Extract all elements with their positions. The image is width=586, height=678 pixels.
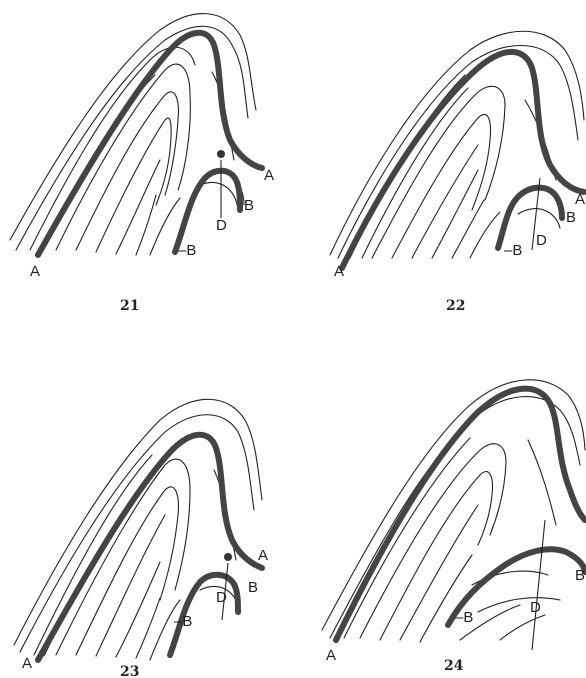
figure-24: B D –B A 24 xyxy=(322,380,585,674)
label-b-bottom: –B xyxy=(174,613,192,630)
caption-24: 24 xyxy=(444,658,464,674)
label-b-right: B xyxy=(248,579,258,596)
label-b-bottom: –B xyxy=(504,242,522,259)
axis-line xyxy=(532,520,545,650)
label-a-bottom: A xyxy=(30,263,40,280)
figure-21: A B D –B A 21 xyxy=(10,14,274,314)
figure-23: A B D –B A 23 xyxy=(14,399,268,678)
label-d: D xyxy=(216,217,227,234)
label-a-top: A xyxy=(264,167,274,184)
label-b-right: B xyxy=(566,209,576,226)
caption-23: 23 xyxy=(120,664,139,678)
ridge-a xyxy=(342,52,584,268)
ridge-b xyxy=(498,188,562,248)
figure-22: A B D –B A 22 xyxy=(330,31,585,314)
label-d: D xyxy=(536,232,547,249)
label-b-bottom: –B xyxy=(455,609,473,626)
caption-22: 22 xyxy=(446,298,465,314)
label-a-bottom: A xyxy=(22,655,32,672)
delta-dot xyxy=(224,553,232,561)
label-a-top: A xyxy=(575,191,585,208)
label-a-top: A xyxy=(258,547,268,564)
label-b-right: B xyxy=(575,567,585,584)
ridge-lines xyxy=(322,380,585,642)
ridge-lines xyxy=(330,31,584,258)
label-b-bottom: –B xyxy=(178,242,196,259)
delta-dot xyxy=(217,150,225,158)
ridge-lines xyxy=(14,399,262,660)
label-b-right: B xyxy=(244,197,254,214)
label-d: D xyxy=(530,599,541,616)
label-d: D xyxy=(216,589,227,606)
label-a-bottom: A xyxy=(334,263,344,280)
caption-21: 21 xyxy=(120,298,139,314)
label-a-bottom: A xyxy=(326,647,336,664)
